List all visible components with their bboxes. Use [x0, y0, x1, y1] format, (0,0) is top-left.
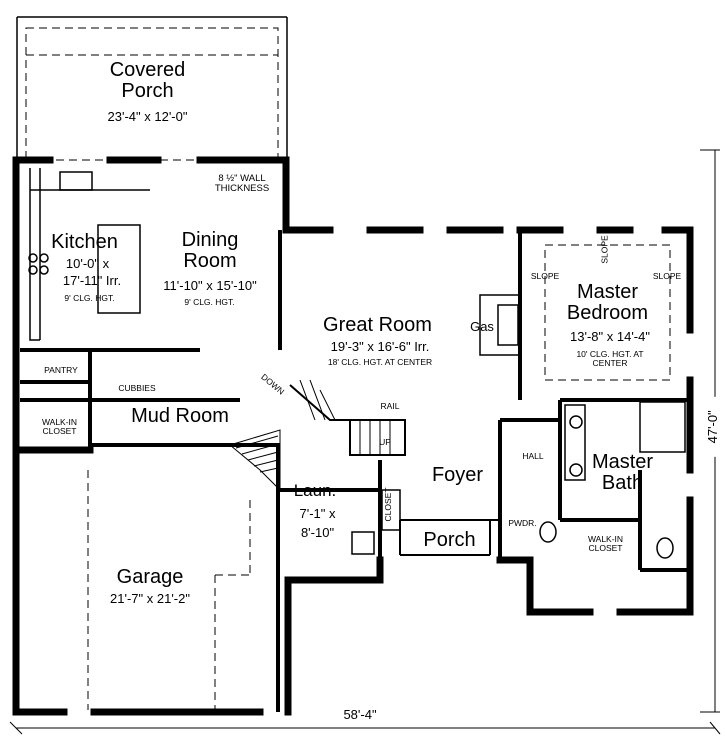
bath-fixtures: [539, 401, 686, 559]
master-bath-name-1: Master: [591, 451, 654, 473]
covered-porch-title: Covered Porch: [95, 60, 200, 102]
walk-in-closet-2: CLOSET: [42, 425, 77, 436]
laundry-closet-label: CLOSET: [383, 487, 394, 522]
laundry-name: Laun.: [293, 481, 337, 500]
garage-stair-hatch: [228, 429, 281, 492]
master-bath-name-2: Bath: [601, 472, 644, 494]
exterior-walls: [12, 156, 694, 716]
slope-label-top: SLOPE: [599, 235, 610, 264]
master-bedroom-title: Master Bedroom: [560, 282, 655, 324]
great-room-name: Great Room: [323, 314, 432, 336]
overall-depth-label: 47'-0": [705, 396, 720, 457]
dining-title: Dining Room: [170, 230, 250, 272]
porch-name: Porch: [423, 529, 476, 551]
master-bedroom-name-1: Master: [576, 281, 639, 303]
great-room-dims: 19'-3" x 16'-6" Irr.: [330, 339, 430, 354]
hall-label: HALL: [522, 451, 544, 461]
garage-dims: 21'-7" x 21'-2": [110, 591, 190, 606]
cooktop: [28, 253, 49, 275]
pantry-label: PANTRY: [44, 365, 78, 375]
slope-label-right: SLOPE: [652, 271, 682, 281]
master-bedroom-ceiling-2: CENTER: [592, 357, 628, 368]
kitchen-dims-2: 17'-11" Irr.: [62, 273, 122, 288]
master-walk-in-closet: WALK-IN CLOSET: [578, 535, 633, 553]
master-walk-in-1: WALK-IN: [587, 534, 624, 544]
covered-porch-name-1: Covered: [109, 59, 186, 81]
laundry-dims-2: 8'-10": [300, 525, 335, 540]
pwdr-label: PWDR.: [508, 518, 537, 528]
master-bedroom-ceiling-1: 10' CLG. HGT. AT: [576, 349, 644, 359]
garage-name: Garage: [116, 566, 184, 588]
garage-door-lines: [87, 470, 251, 710]
kitchen-dims-1: 10'-0" x: [65, 256, 110, 271]
up-label: UP: [379, 437, 391, 447]
kitchen-counters: [28, 168, 150, 341]
dining-name-2: Room: [183, 250, 237, 272]
laundry-fixtures: [351, 489, 401, 555]
dining-ceiling: 9' CLG. HGT.: [184, 297, 235, 307]
foyer-name: Foyer: [431, 464, 484, 486]
wall-thickness-note: 8 ½" WALL THICKNESS: [212, 174, 272, 194]
rail-label: RAIL: [380, 401, 400, 411]
dining-dims: 11'-10" x 15'-10": [163, 278, 257, 293]
wall-thickness-2: THICKNESS: [214, 182, 270, 194]
overall-width-label: 58'-4": [330, 708, 390, 722]
master-bath-title: Master Bath: [585, 452, 660, 494]
master-walk-in-2: CLOSET: [588, 542, 623, 553]
covered-porch-name-2: Porch: [121, 80, 174, 102]
master-bedroom-dims: 13'-8" x 14'-4": [570, 329, 650, 344]
mud-room-name: Mud Room: [131, 405, 229, 427]
kitchen-name: Kitchen: [51, 231, 118, 253]
dining-name-1: Dining: [181, 229, 239, 251]
gas-label: Gas: [470, 319, 494, 334]
master-bedroom-ceiling: 10' CLG. HGT. AT CENTER: [560, 350, 660, 368]
master-bedroom-name-2: Bedroom: [566, 302, 649, 324]
laundry-dims-1: 7'-1" x: [299, 506, 336, 521]
cubbies-label: CUBBIES: [118, 383, 156, 393]
wall-thickness-1: 8 ½" WALL: [218, 173, 266, 184]
walk-in-closet: WALK-IN CLOSET: [32, 418, 87, 436]
great-room-ceiling: 18' CLG. HGT. AT CENTER: [327, 357, 433, 367]
fireplace: [479, 294, 521, 356]
kitchen-ceiling: 9' CLG. HGT.: [64, 293, 115, 303]
slope-label-left: SLOPE: [530, 271, 560, 281]
walk-in-closet-1: WALK-IN: [41, 417, 78, 427]
stairs: [228, 379, 406, 492]
covered-porch-dims: 23'-4" x 12'-0": [107, 109, 188, 124]
